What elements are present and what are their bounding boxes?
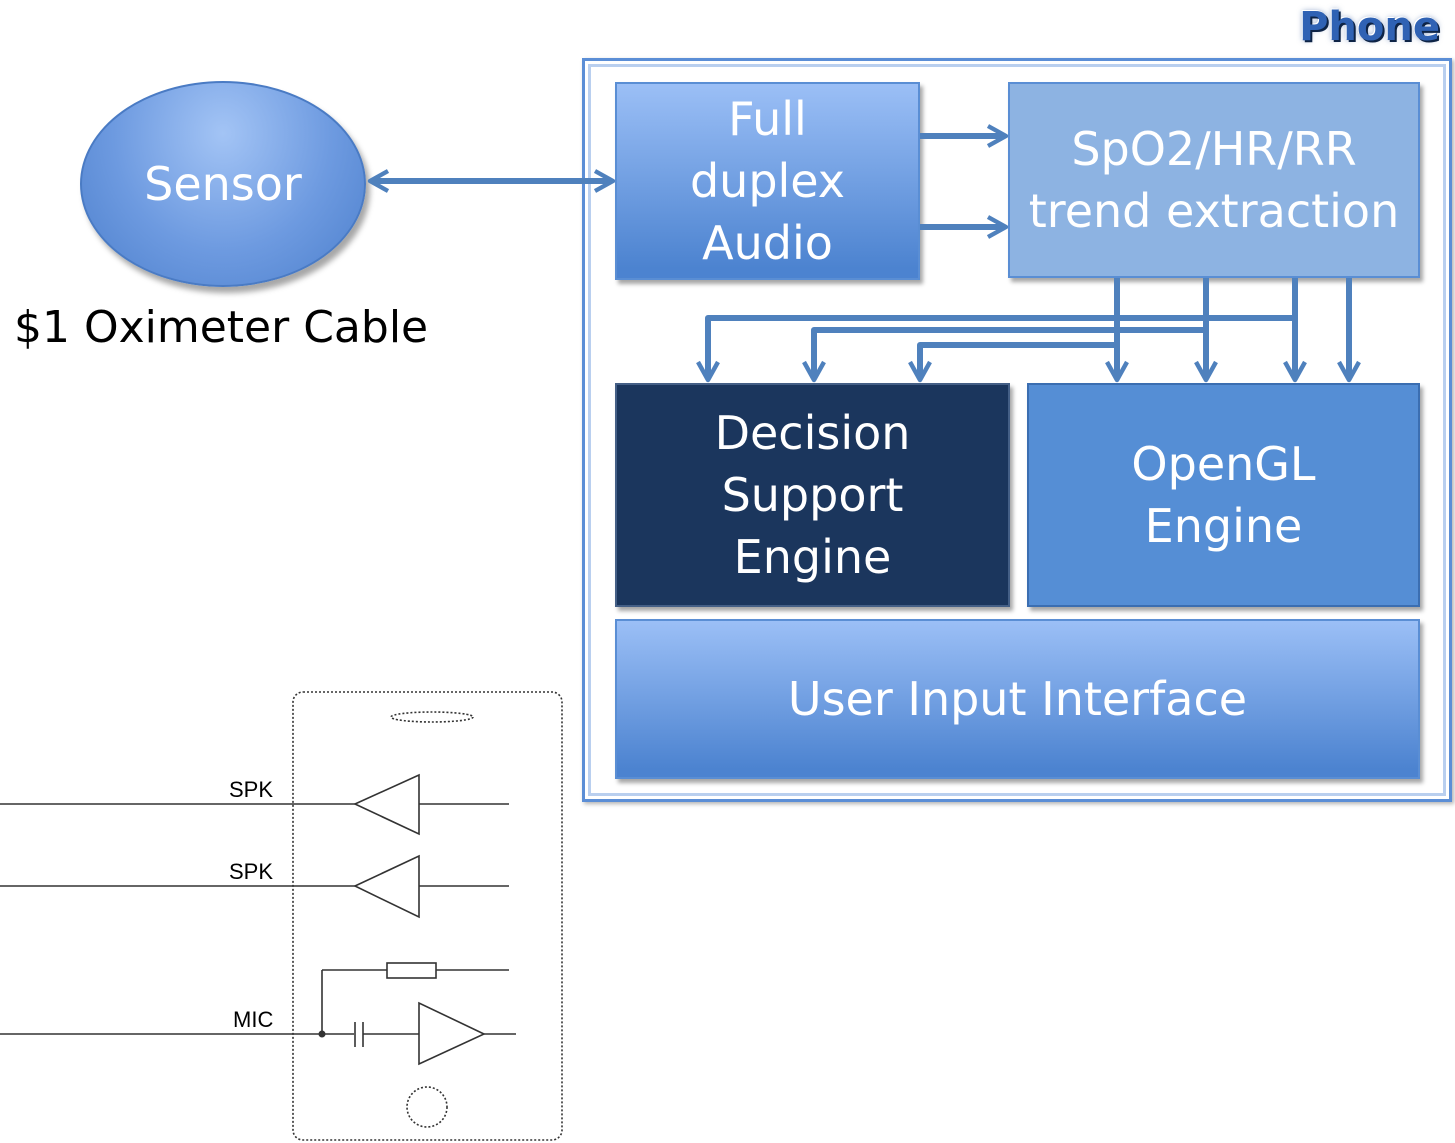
trend-extraction-block: SpO2/HR/RR trend extraction [1008,82,1420,278]
trend-decision-arrow-3 [908,342,1117,383]
opengl-engine-block: OpenGL Engine [1027,383,1420,607]
user-input-interface-block: User Input Interface [615,619,1420,779]
trend-extraction-label: SpO2/HR/RR trend extraction [1028,122,1400,238]
phone-outline [292,691,563,1141]
full-duplex-audio-block: Full duplex Audio [615,82,920,280]
full-duplex-audio-label: Full duplex Audio [689,92,846,270]
opengl-engine-label: OpenGL Engine [1131,437,1316,553]
spk-amplifier-top [353,773,420,836]
oximeter-cable-caption: $1 Oximeter Cable [14,302,429,353]
earpiece-slot [390,711,474,723]
trend-decision-arrow-1 [696,315,1295,383]
trend-decision-arrow-2 [802,327,1206,383]
sensor-label: Sensor [144,157,302,211]
phone-container [582,58,1452,802]
spk-bottom-label: SPK [229,859,273,884]
decision-support-engine-block: Decision Support Engine [615,383,1010,607]
phone-title: Phone [1299,4,1440,50]
mic-label: MIC [233,1007,273,1032]
user-input-interface-label: User Input Interface [787,672,1248,726]
decision-support-engine-label: Decision Support Engine [714,406,911,584]
mic-amplifier [418,1001,486,1066]
spk-top-label: SPK [229,777,273,802]
sensor-node: Sensor [80,81,366,287]
home-button [406,1086,448,1128]
feedback-resistor [386,962,437,979]
spk-amplifier-bottom [353,854,420,919]
